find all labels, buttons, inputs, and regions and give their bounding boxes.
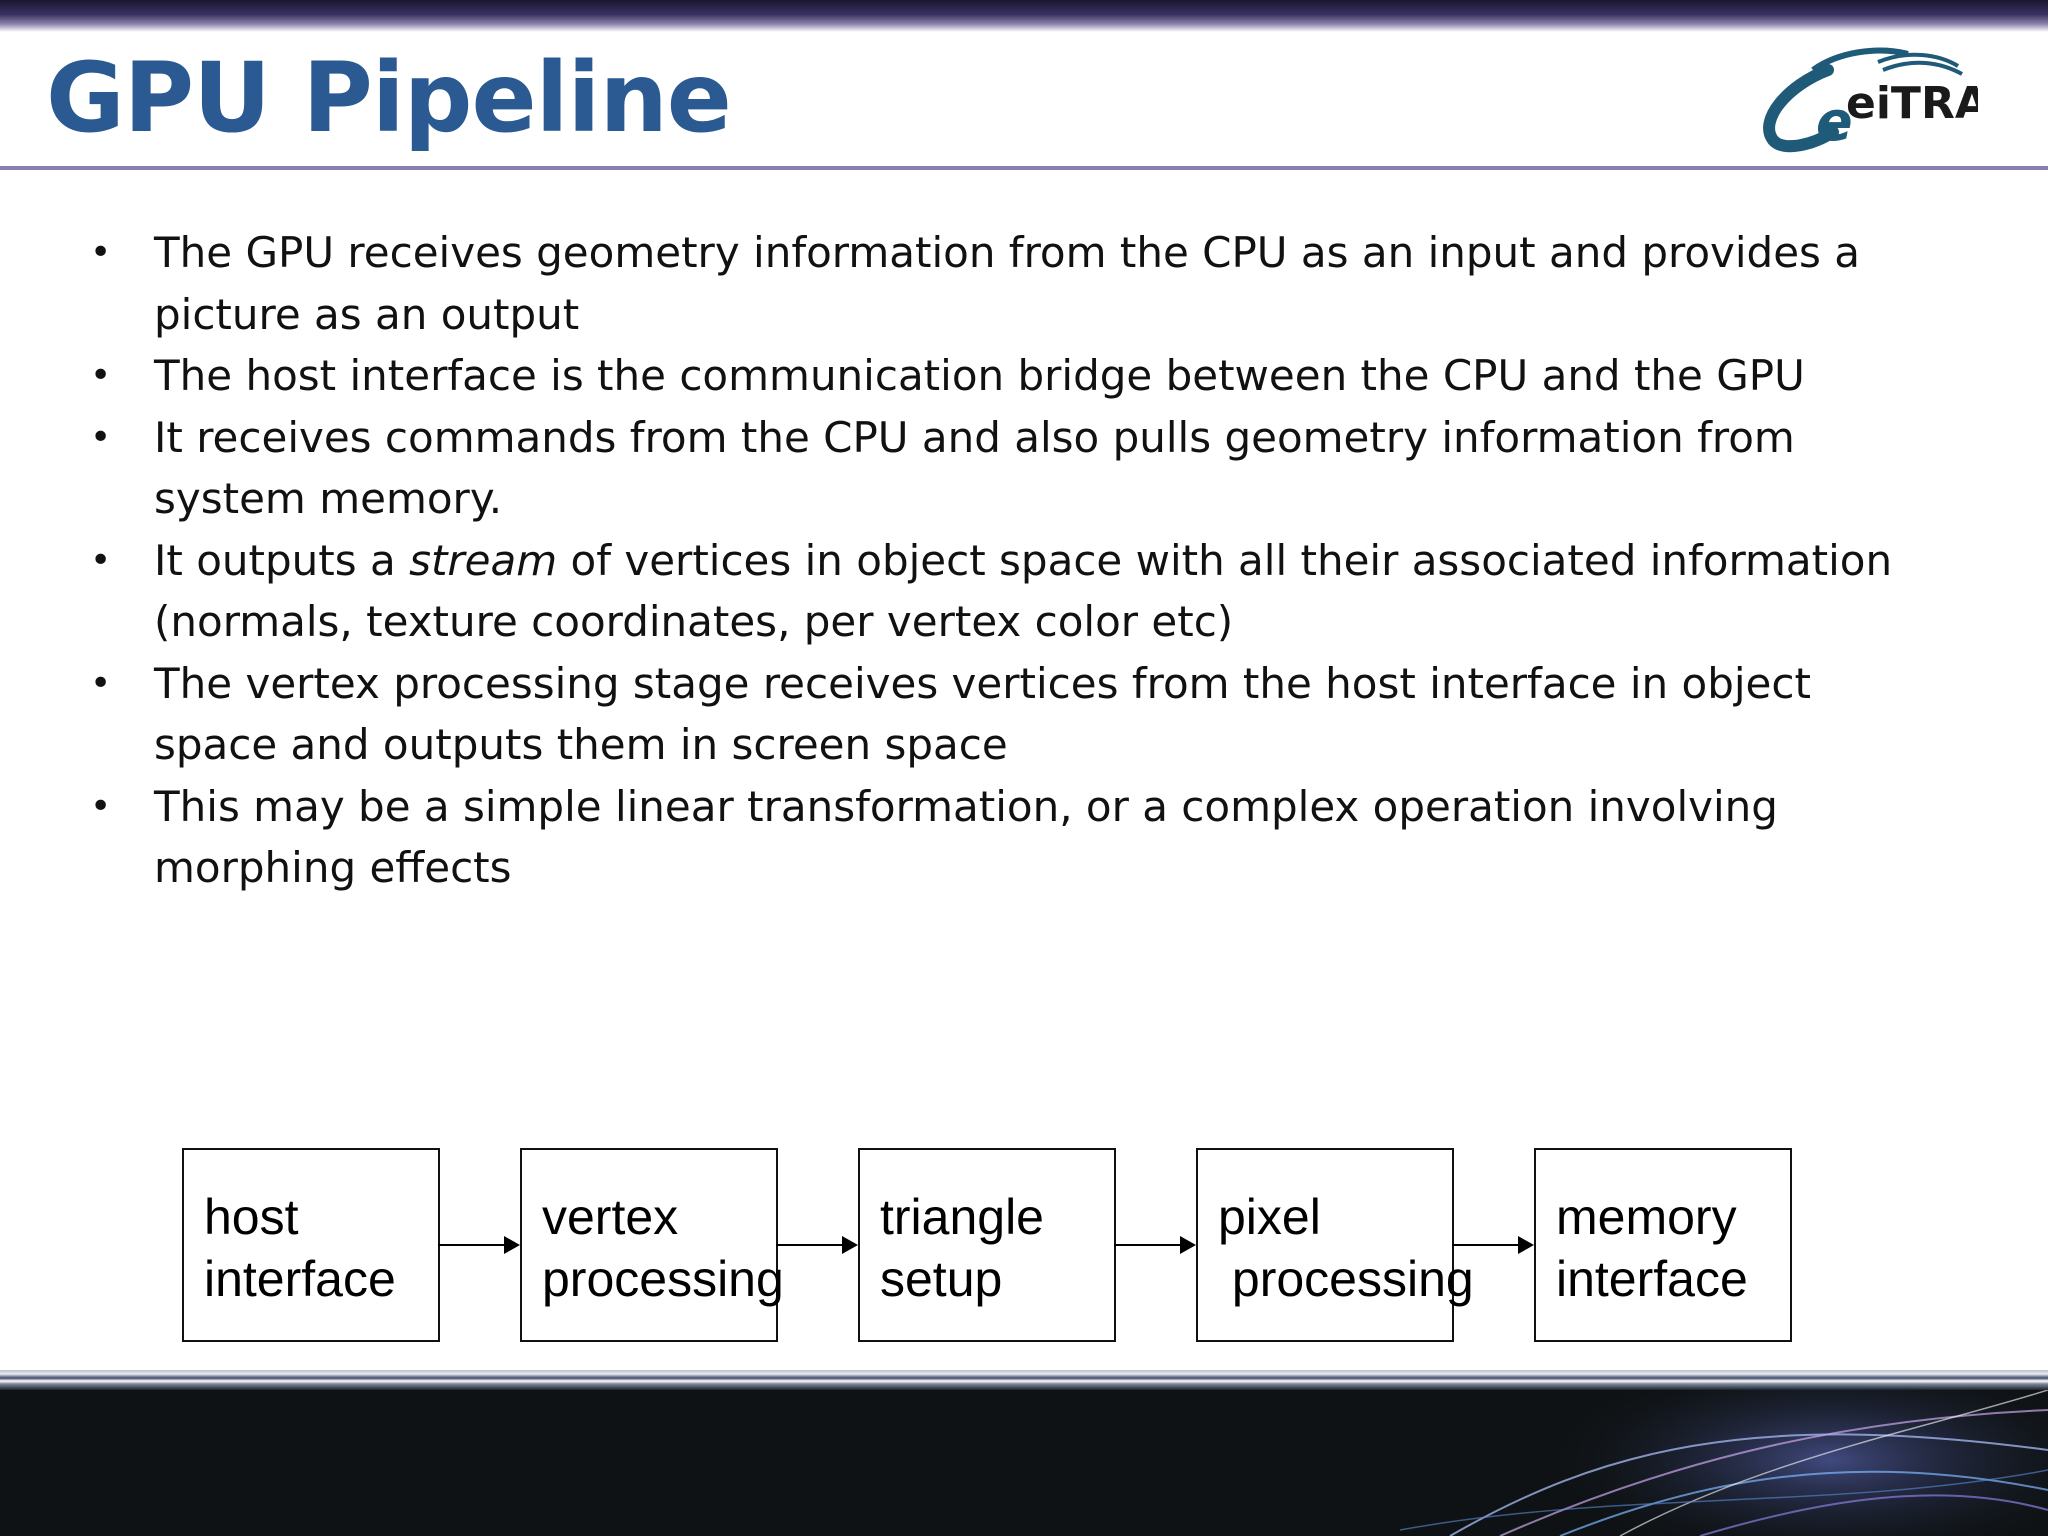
logo-swoosh-icon [1763, 47, 1963, 153]
bullet-marker: • [90, 416, 112, 458]
stage-label-line: setup [880, 1251, 1003, 1307]
stage-label-line: host [204, 1189, 299, 1245]
stage-label-line: triangle [880, 1189, 1044, 1245]
bullet-item: • It outputs a stream of vertices in obj… [90, 530, 1950, 653]
stage-label-line: vertex [542, 1189, 679, 1245]
bullet-text: (normals, texture coordinates, per verte… [154, 597, 1234, 646]
bullet-text: morphing effects [154, 843, 512, 892]
logo-wordmark: eiTRA [1846, 78, 1978, 129]
stage-label-line: pixel [1218, 1189, 1321, 1245]
stage-label-line: interface [1556, 1251, 1748, 1307]
stage-label: host interface [204, 1186, 396, 1310]
bullet-item: • The host interface is the communicatio… [90, 345, 1950, 407]
arrow-connector [776, 1236, 858, 1254]
stage-pixel-processing: pixel processing [1196, 1148, 1474, 1342]
bullet-marker: • [90, 355, 112, 396]
stage-label-line: processing [542, 1251, 784, 1307]
bullet-marker: • [90, 662, 112, 704]
title-divider [0, 166, 2048, 170]
stage-label: memory interface [1556, 1186, 1748, 1310]
stage-label: vertex processing [542, 1186, 784, 1310]
slide-title: GPU Pipeline [46, 42, 732, 154]
bullet-emphasis: stream [409, 535, 558, 585]
eitra-logo: e eiTRA [1763, 47, 1978, 153]
bullet-item: • The vertex processing stage receives v… [90, 653, 1950, 776]
stage-label-line: interface [204, 1251, 396, 1307]
stage-label: triangle setup [880, 1186, 1044, 1310]
svg-text:e: e [1816, 90, 1853, 153]
bullet-text-part: of vertices in object space with all the… [557, 535, 1893, 585]
bullet-item: • The GPU receives geometry information … [90, 222, 1950, 345]
bullet-text: The GPU receives geometry information fr… [154, 228, 1861, 277]
bullet-text: It outputs a stream of vertices in objec… [154, 536, 1892, 585]
stage-label-line: memory [1556, 1189, 1737, 1245]
bullet-marker: • [90, 539, 112, 581]
bullet-item: • This may be a simple linear transforma… [90, 776, 1950, 899]
bullet-marker: • [90, 232, 112, 273]
footer-band [0, 1390, 2048, 1536]
bullet-item: • It receives commands from the CPU and … [90, 407, 1950, 530]
bullet-marker: • [90, 785, 112, 827]
pipeline-diagram: host interface vertex processing triangle s… [180, 1148, 1800, 1344]
footer-wave-graphic [1399, 1390, 2048, 1536]
arrow-connector [438, 1236, 520, 1254]
stage-triangle-setup: triangle setup [858, 1148, 1116, 1342]
arrow-connector [1452, 1236, 1534, 1254]
stage-vertex-processing: vertex processing [520, 1148, 784, 1342]
stage-host-interface: host interface [182, 1148, 440, 1342]
stage-memory-interface: memory interface [1534, 1148, 1792, 1342]
stage-label-line: processing [1218, 1251, 1474, 1307]
bullet-text: The host interface is the communication … [154, 351, 1805, 400]
bullet-text: space and outputs them in screen space [154, 720, 1008, 769]
bullet-text: The vertex processing stage receives ver… [154, 658, 1811, 708]
bullet-text-part: It outputs a [154, 535, 410, 585]
bullet-text: This may be a simple linear transformati… [154, 781, 1778, 831]
bullet-text: It receives commands from the CPU and al… [154, 412, 1795, 462]
top-band [0, 0, 2048, 32]
bullet-text: system memory. [154, 474, 503, 523]
bullet-text: picture as an output [154, 289, 580, 339]
footer-divider [0, 1370, 2048, 1390]
bullet-list: • The GPU receives geometry information … [90, 222, 1950, 899]
arrow-connector [1114, 1236, 1196, 1254]
stage-label: pixel processing [1218, 1186, 1474, 1310]
